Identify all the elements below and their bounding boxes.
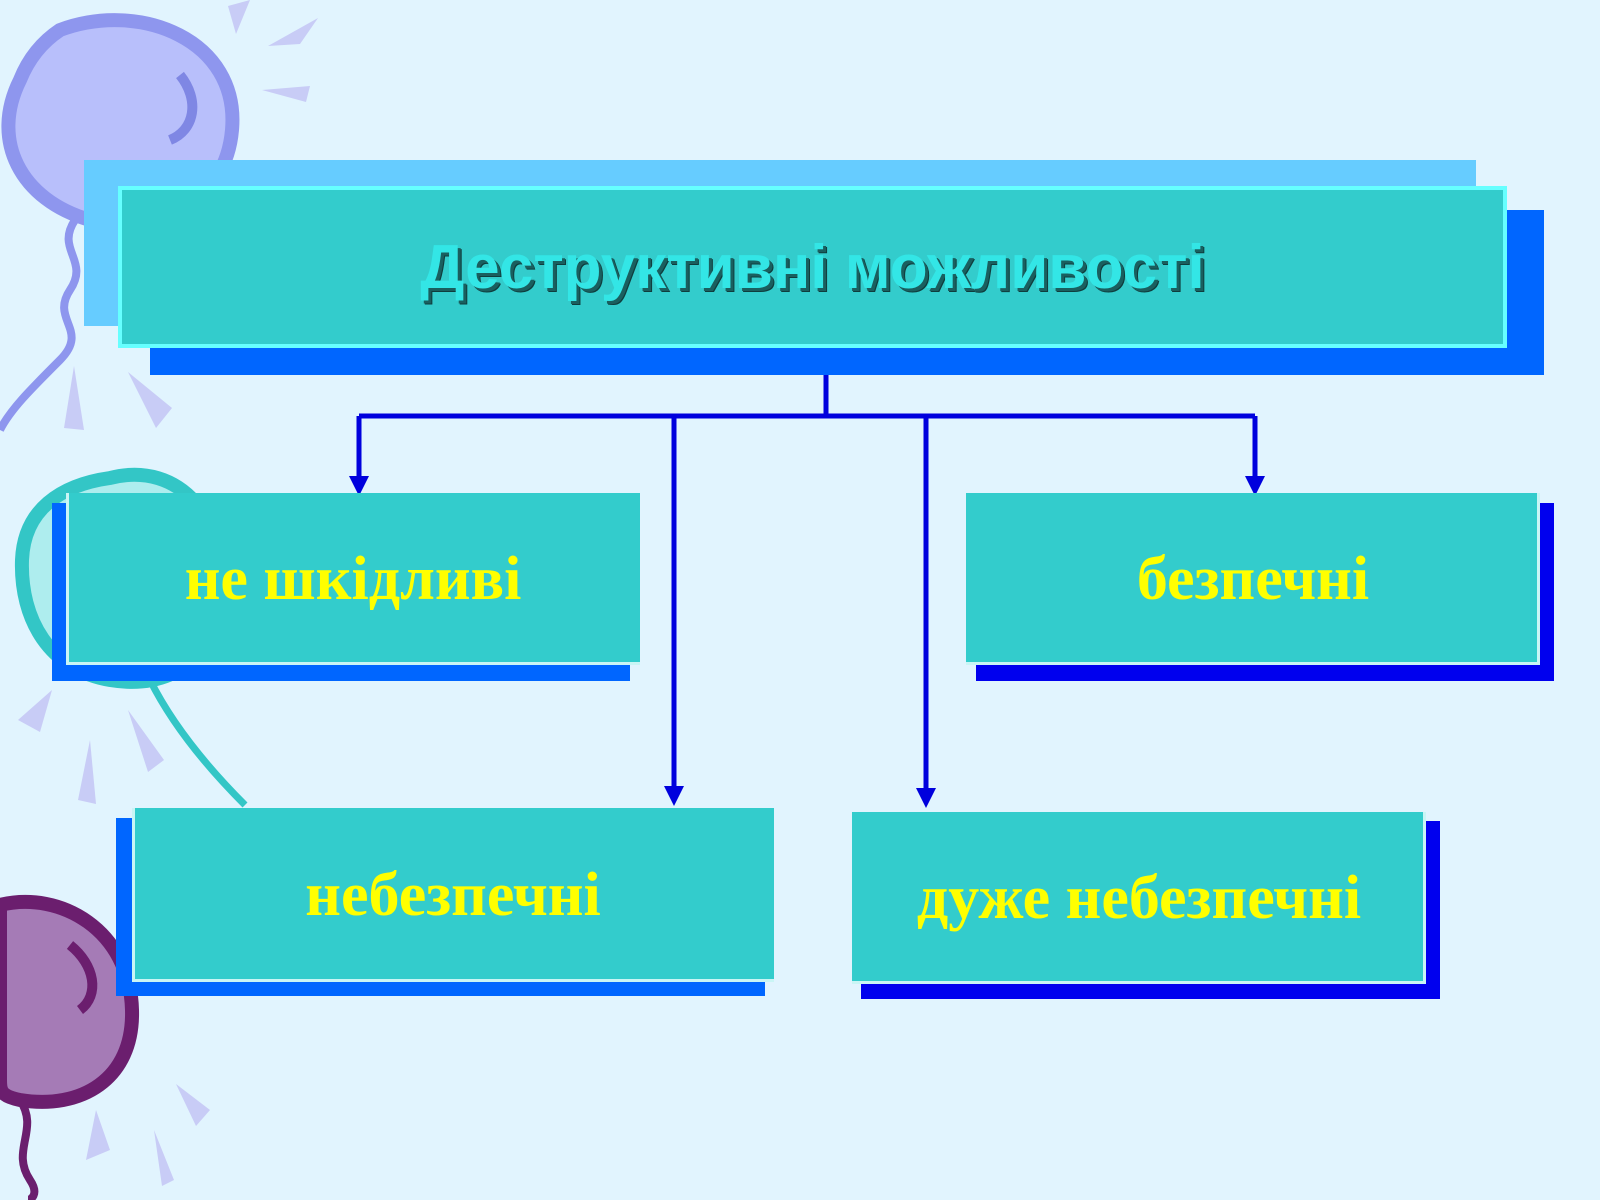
node-label: безпечні xyxy=(1136,544,1370,613)
node-label: небезпечні xyxy=(305,860,601,929)
arrow-to-dangerous xyxy=(664,416,684,806)
arrow-to-not-harmful xyxy=(349,416,369,496)
node-panel xyxy=(132,808,774,982)
node-panel xyxy=(966,493,1540,665)
node-panel xyxy=(66,493,640,665)
arrow-to-safe xyxy=(1245,416,1265,496)
node-label: не шкідливі xyxy=(184,544,522,613)
arrow-to-very-dangerous xyxy=(916,416,936,808)
node-panel xyxy=(852,812,1426,984)
node-label: дуже небезпечні xyxy=(916,863,1362,932)
title-panel xyxy=(118,186,1507,348)
diagram-title: Деструктивні можливості xyxy=(420,232,1205,302)
purple-balloon-icon xyxy=(0,894,210,1200)
